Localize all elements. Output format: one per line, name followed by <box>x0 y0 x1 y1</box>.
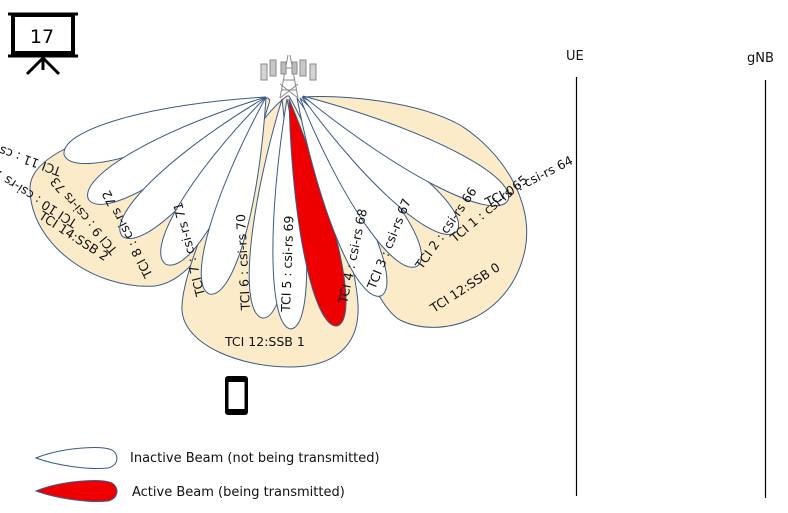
slide-number: 17 <box>30 26 54 48</box>
csi-beam-label-5: TCI 6 : csi-rs 70 <box>233 214 253 312</box>
legend-inactive-swatch <box>34 447 118 469</box>
legend-active-label: Active Beam (being transmitted) <box>132 485 345 500</box>
presentation-board-icon: 17 <box>8 12 78 76</box>
csi-beam-11 <box>302 95 510 207</box>
ssb-label-1: TCI 12:SSB 1 <box>224 334 305 349</box>
csi-beam-4 <box>200 96 267 295</box>
legend-active-swatch <box>34 480 118 502</box>
ue-header: UE <box>566 49 584 64</box>
cell-tower-icon <box>260 54 317 99</box>
csi-beam-label-6: TCI 5 : csi-rs 69 <box>278 215 296 313</box>
legend: Inactive Beam (not being transmitted) Ac… <box>34 447 380 502</box>
gnb-header: gNB <box>747 51 774 66</box>
smartphone-icon <box>225 376 248 415</box>
legend-inactive-label: Inactive Beam (not being transmitted) <box>130 451 380 466</box>
